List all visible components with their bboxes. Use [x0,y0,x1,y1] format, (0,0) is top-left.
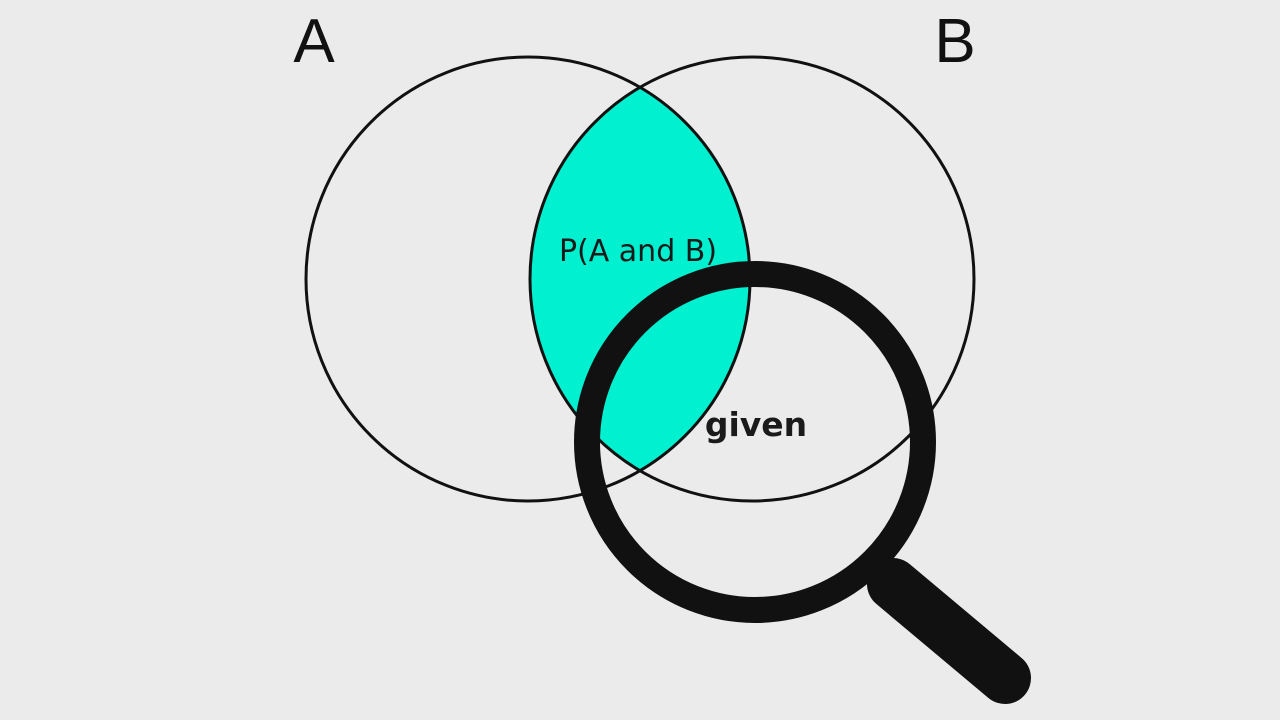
magnifying-glass-icon [574,261,1031,704]
intersection-region-group [530,57,750,501]
given-label: given [705,405,807,444]
set-a-label: A [293,7,335,76]
intersection-region [530,57,750,501]
set-b-label: B [934,7,975,76]
set-b-circle [528,55,976,503]
magnifier-lens-ring [574,261,936,623]
intersection-label: P(A and B) [559,234,717,269]
magnifier-handle [867,558,1031,704]
